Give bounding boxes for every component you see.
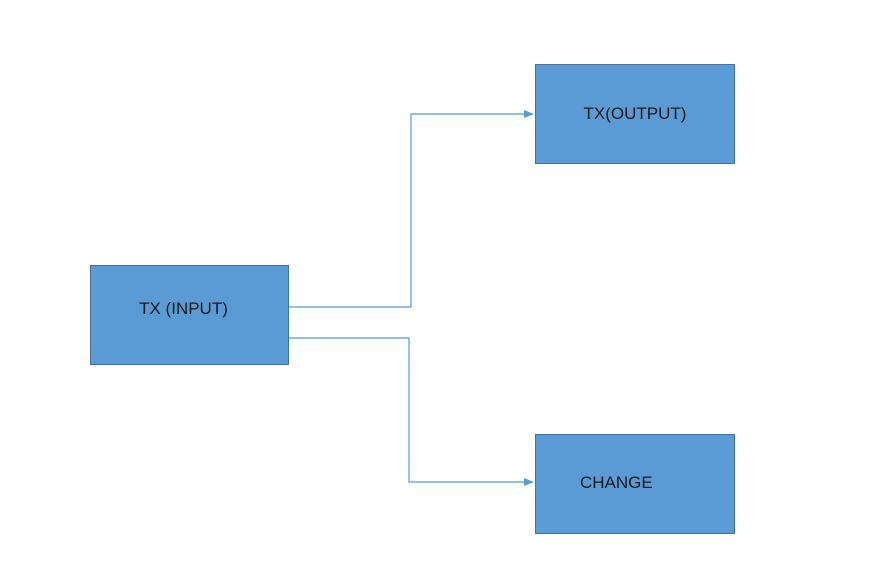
node-change-label: CHANGE (580, 473, 653, 492)
node-change: CHANGE (535, 434, 735, 534)
connector-input-to-output (289, 110, 534, 308)
node-tx-output: TX(OUTPUT) (535, 64, 735, 164)
node-tx-input: TX (INPUT) (90, 265, 289, 365)
connector-input-to-change (289, 337, 534, 486)
node-tx-input-label: TX (INPUT) (139, 298, 228, 318)
node-tx-output-label: TX(OUTPUT) (583, 103, 687, 123)
